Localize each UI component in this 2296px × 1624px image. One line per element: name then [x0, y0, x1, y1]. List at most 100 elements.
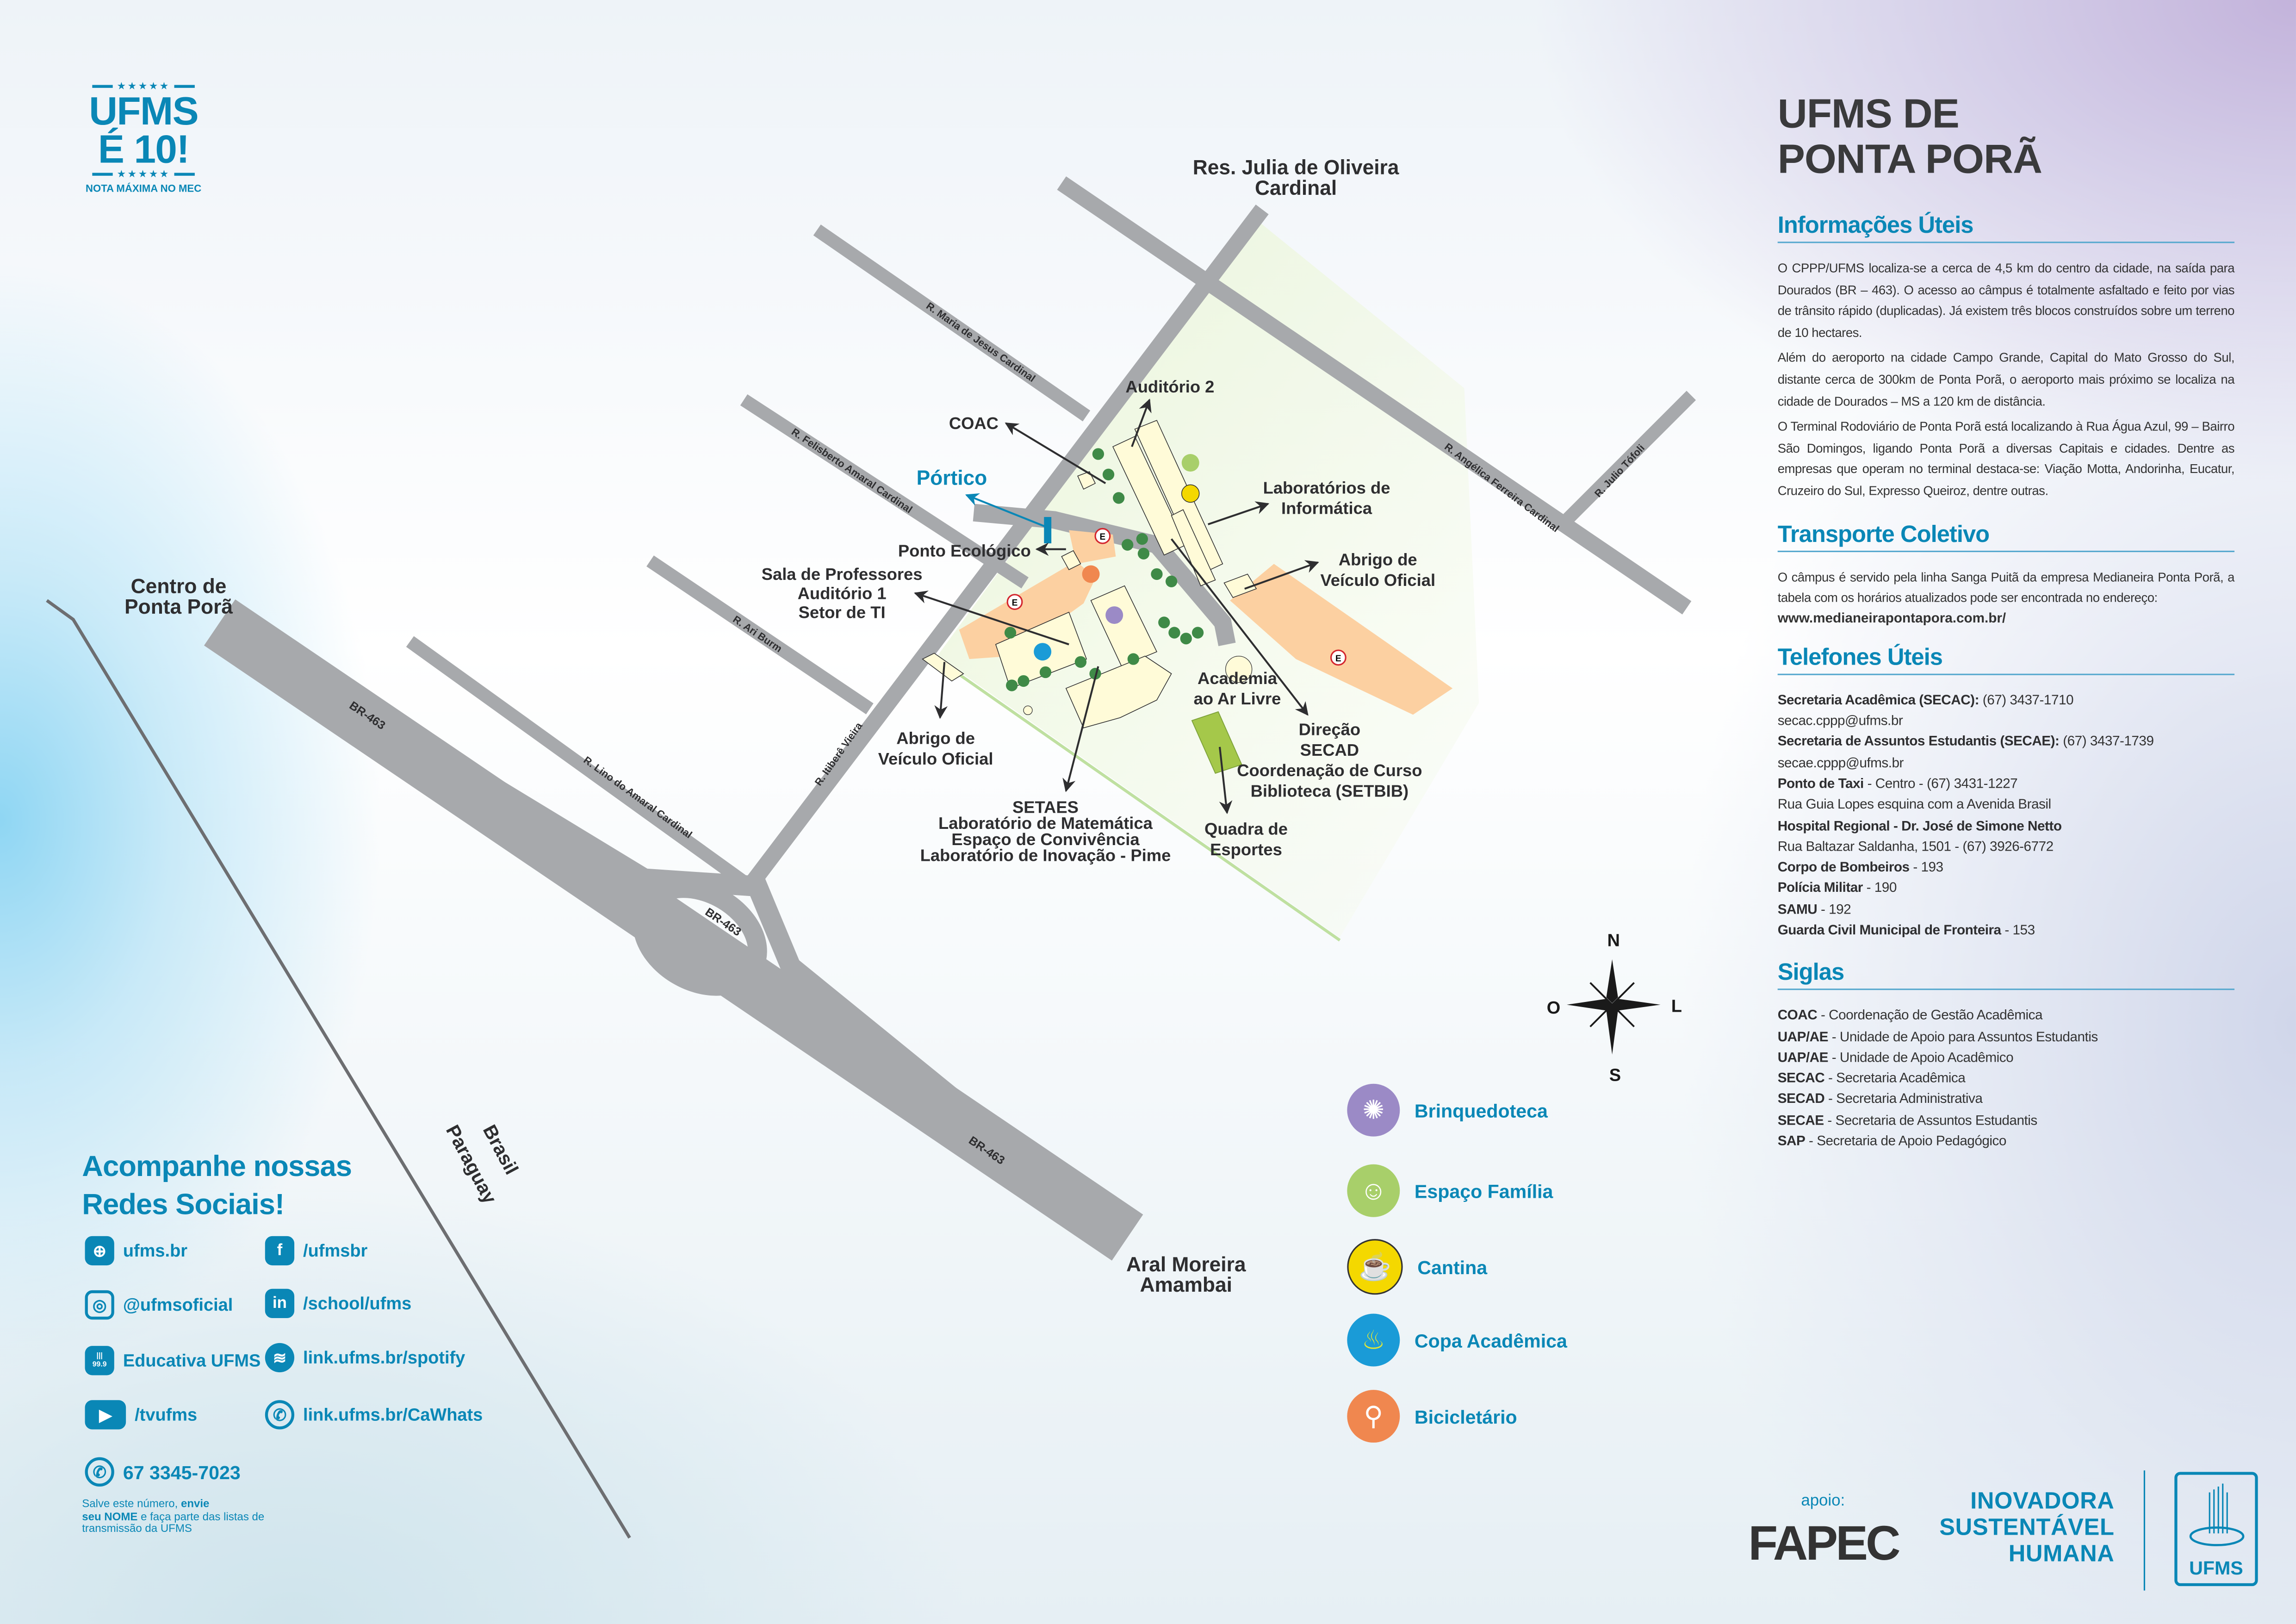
- social-linkedin[interactable]: in/school/ufms: [265, 1288, 411, 1319]
- road-lino: [406, 636, 754, 892]
- place-centro: Centro de: [131, 575, 227, 598]
- info-paragraph: Além do aeroporto na cidade Campo Grande…: [1777, 350, 2235, 408]
- phone-line: Polícia Militar - 190: [1777, 879, 1897, 896]
- fapec-logo: FAPEC: [1748, 1516, 1900, 1570]
- pinwheel-icon[interactable]: [1105, 606, 1123, 624]
- stars-icon: ★★★★★: [117, 82, 170, 93]
- label-quadra[interactable]: Quadra de: [1204, 820, 1288, 839]
- bicycle-icon[interactable]: [1082, 565, 1100, 583]
- acronym-line: SECAE - Secretaria de Assuntos Estudanti…: [1777, 1111, 2038, 1127]
- label-portico[interactable]: Pórtico: [917, 467, 987, 489]
- compass-n: N: [1607, 931, 1620, 950]
- portico-gate: [1044, 517, 1052, 544]
- instagram-icon: ◎: [85, 1290, 114, 1320]
- social-whatsapp-link[interactable]: ✆link.ufms.br/CaWhats: [265, 1400, 483, 1430]
- label-labs[interactable]: Laboratórios de: [1263, 478, 1390, 497]
- phone-line: SAMU - 192: [1777, 900, 1851, 916]
- label-setaes[interactable]: Espaço de Convivência: [951, 830, 1140, 849]
- acronym-line: SAP - Secretaria de Apoio Pedagógico: [1777, 1132, 2007, 1149]
- spotify-icon: ≋: [265, 1343, 295, 1373]
- portico-arrow: [965, 493, 1048, 529]
- badge-ufms: UFMS: [89, 89, 199, 133]
- building: [1171, 509, 1216, 586]
- tree: [1089, 668, 1101, 680]
- tree: [1168, 627, 1180, 639]
- label-direcao[interactable]: Biblioteca (SETBIB): [1251, 781, 1409, 800]
- stars-icon: ★★★★★: [117, 170, 170, 180]
- building-setaes: [1065, 655, 1172, 728]
- label-academia[interactable]: ao Ar Livre: [1194, 689, 1281, 708]
- acronym-line: SECAD - Secretaria Administrativa: [1777, 1090, 1983, 1107]
- buildings: [922, 420, 1257, 728]
- badge-caption: NOTA MÁXIMA NO MEC: [85, 184, 202, 195]
- social-website[interactable]: ⊕ufms.br: [85, 1236, 187, 1266]
- place-aral-moreira: Amambai: [1140, 1274, 1232, 1296]
- coffee-cup-icon[interactable]: [1181, 484, 1200, 503]
- label-sala[interactable]: Sala de Professores: [762, 565, 923, 584]
- road-name: R. Julio Tófoli: [1592, 442, 1647, 499]
- bowl-icon[interactable]: [1034, 643, 1052, 661]
- phone-line: Corpo de Bombeiros - 193: [1777, 858, 1943, 875]
- label-setaes[interactable]: SETAES: [1012, 797, 1079, 816]
- family-icon[interactable]: [1181, 454, 1199, 472]
- heading-info: Informações Úteis: [1777, 214, 2235, 243]
- arrow: [1208, 501, 1270, 525]
- tree: [1004, 627, 1017, 639]
- label-auditorio-2[interactable]: Auditório 2: [1125, 377, 1214, 396]
- parking-letter: E: [1100, 532, 1106, 542]
- label-setaes[interactable]: Laboratório de Matemática: [938, 814, 1153, 833]
- badge-e10: É 10!: [98, 127, 190, 172]
- label-direcao[interactable]: Coordenação de Curso: [1237, 761, 1422, 780]
- transport-link[interactable]: www.medianeirapontapora.com.br/: [1777, 609, 2006, 625]
- label-labs[interactable]: Informática: [1281, 499, 1372, 518]
- legend-item-cantina: ☕Cantina: [1347, 1239, 1487, 1295]
- label-abrigo-right[interactable]: Veículo Oficial: [1320, 571, 1435, 590]
- divider: [2143, 1470, 2145, 1591]
- label-coac[interactable]: COAC: [949, 414, 999, 433]
- label-direcao[interactable]: Direção: [1299, 720, 1360, 739]
- label-abrigo-left[interactable]: Veículo Oficial: [878, 749, 993, 768]
- label-arrows: [914, 398, 1319, 815]
- road-julio: [1559, 391, 1696, 528]
- coffee-cup-icon: ☕: [1347, 1239, 1403, 1295]
- campus-internal-road: [973, 504, 1236, 647]
- phone-line: Ponto de Taxi - Centro - (67) 3431-1227: [1777, 774, 2018, 791]
- transport-text: O câmpus é servido pela linha Sanga Puit…: [1777, 569, 2235, 605]
- radio-icon: |||99.9: [85, 1346, 114, 1375]
- social-whatsapp-phone[interactable]: ✆67 3345-7023: [85, 1457, 241, 1487]
- label-ponto-ecologico[interactable]: Ponto Ecológico: [898, 541, 1031, 560]
- roundabout: [633, 878, 767, 996]
- compass-s: S: [1609, 1065, 1621, 1085]
- social-youtube[interactable]: ▶/tvufms: [85, 1400, 197, 1430]
- label-setaes[interactable]: Laboratório de Inovação - Pime: [920, 846, 1171, 865]
- info-paragraph: O CPPP/UFMS localiza-se a cerca de 4,5 k…: [1777, 261, 2235, 340]
- label-quadra[interactable]: Esportes: [1210, 840, 1282, 859]
- tree: [1180, 633, 1192, 645]
- phone-line: Secretaria de Assuntos Estudantis (SECAE…: [1777, 733, 2154, 749]
- legend-item-bicicletario: ⚲Bicicletário: [1347, 1390, 1517, 1443]
- parking-sign: [1094, 528, 1111, 544]
- section-acronyms: Siglas COAC - Coordenação de Gestão Acad…: [1777, 961, 2235, 1152]
- parking-signs: E E E: [1006, 528, 1347, 666]
- social-facebook[interactable]: f/ufmsbr: [265, 1236, 367, 1266]
- campus-boundary: [936, 658, 1341, 942]
- social-instagram[interactable]: ◎@ufmsoficial: [85, 1290, 233, 1320]
- label-sala[interactable]: Auditório 1: [798, 584, 887, 603]
- label-academia[interactable]: Academia: [1198, 669, 1278, 688]
- social-spotify[interactable]: ≋link.ufms.br/spotify: [265, 1343, 465, 1373]
- arrow: [1005, 422, 1106, 485]
- road-name: R. Felisberto Amaral Cardinal: [789, 426, 914, 516]
- academia-area: [1225, 656, 1253, 683]
- phone-line: Hospital Regional - Dr. José de Simone N…: [1777, 816, 2062, 833]
- bicycle-icon: ⚲: [1347, 1390, 1400, 1443]
- label-abrigo-right[interactable]: Abrigo de: [1339, 550, 1417, 569]
- tree: [1102, 468, 1115, 480]
- label-sala[interactable]: Setor de TI: [799, 603, 886, 622]
- tree: [1039, 666, 1052, 678]
- label-abrigo-left[interactable]: Abrigo de: [896, 729, 975, 748]
- acronym-line: UAP/AE - Unidade de Apoio Acadêmico: [1777, 1048, 2014, 1065]
- compass-icon: N S O L: [1547, 931, 1682, 1085]
- label-direcao[interactable]: SECAD: [1300, 740, 1359, 759]
